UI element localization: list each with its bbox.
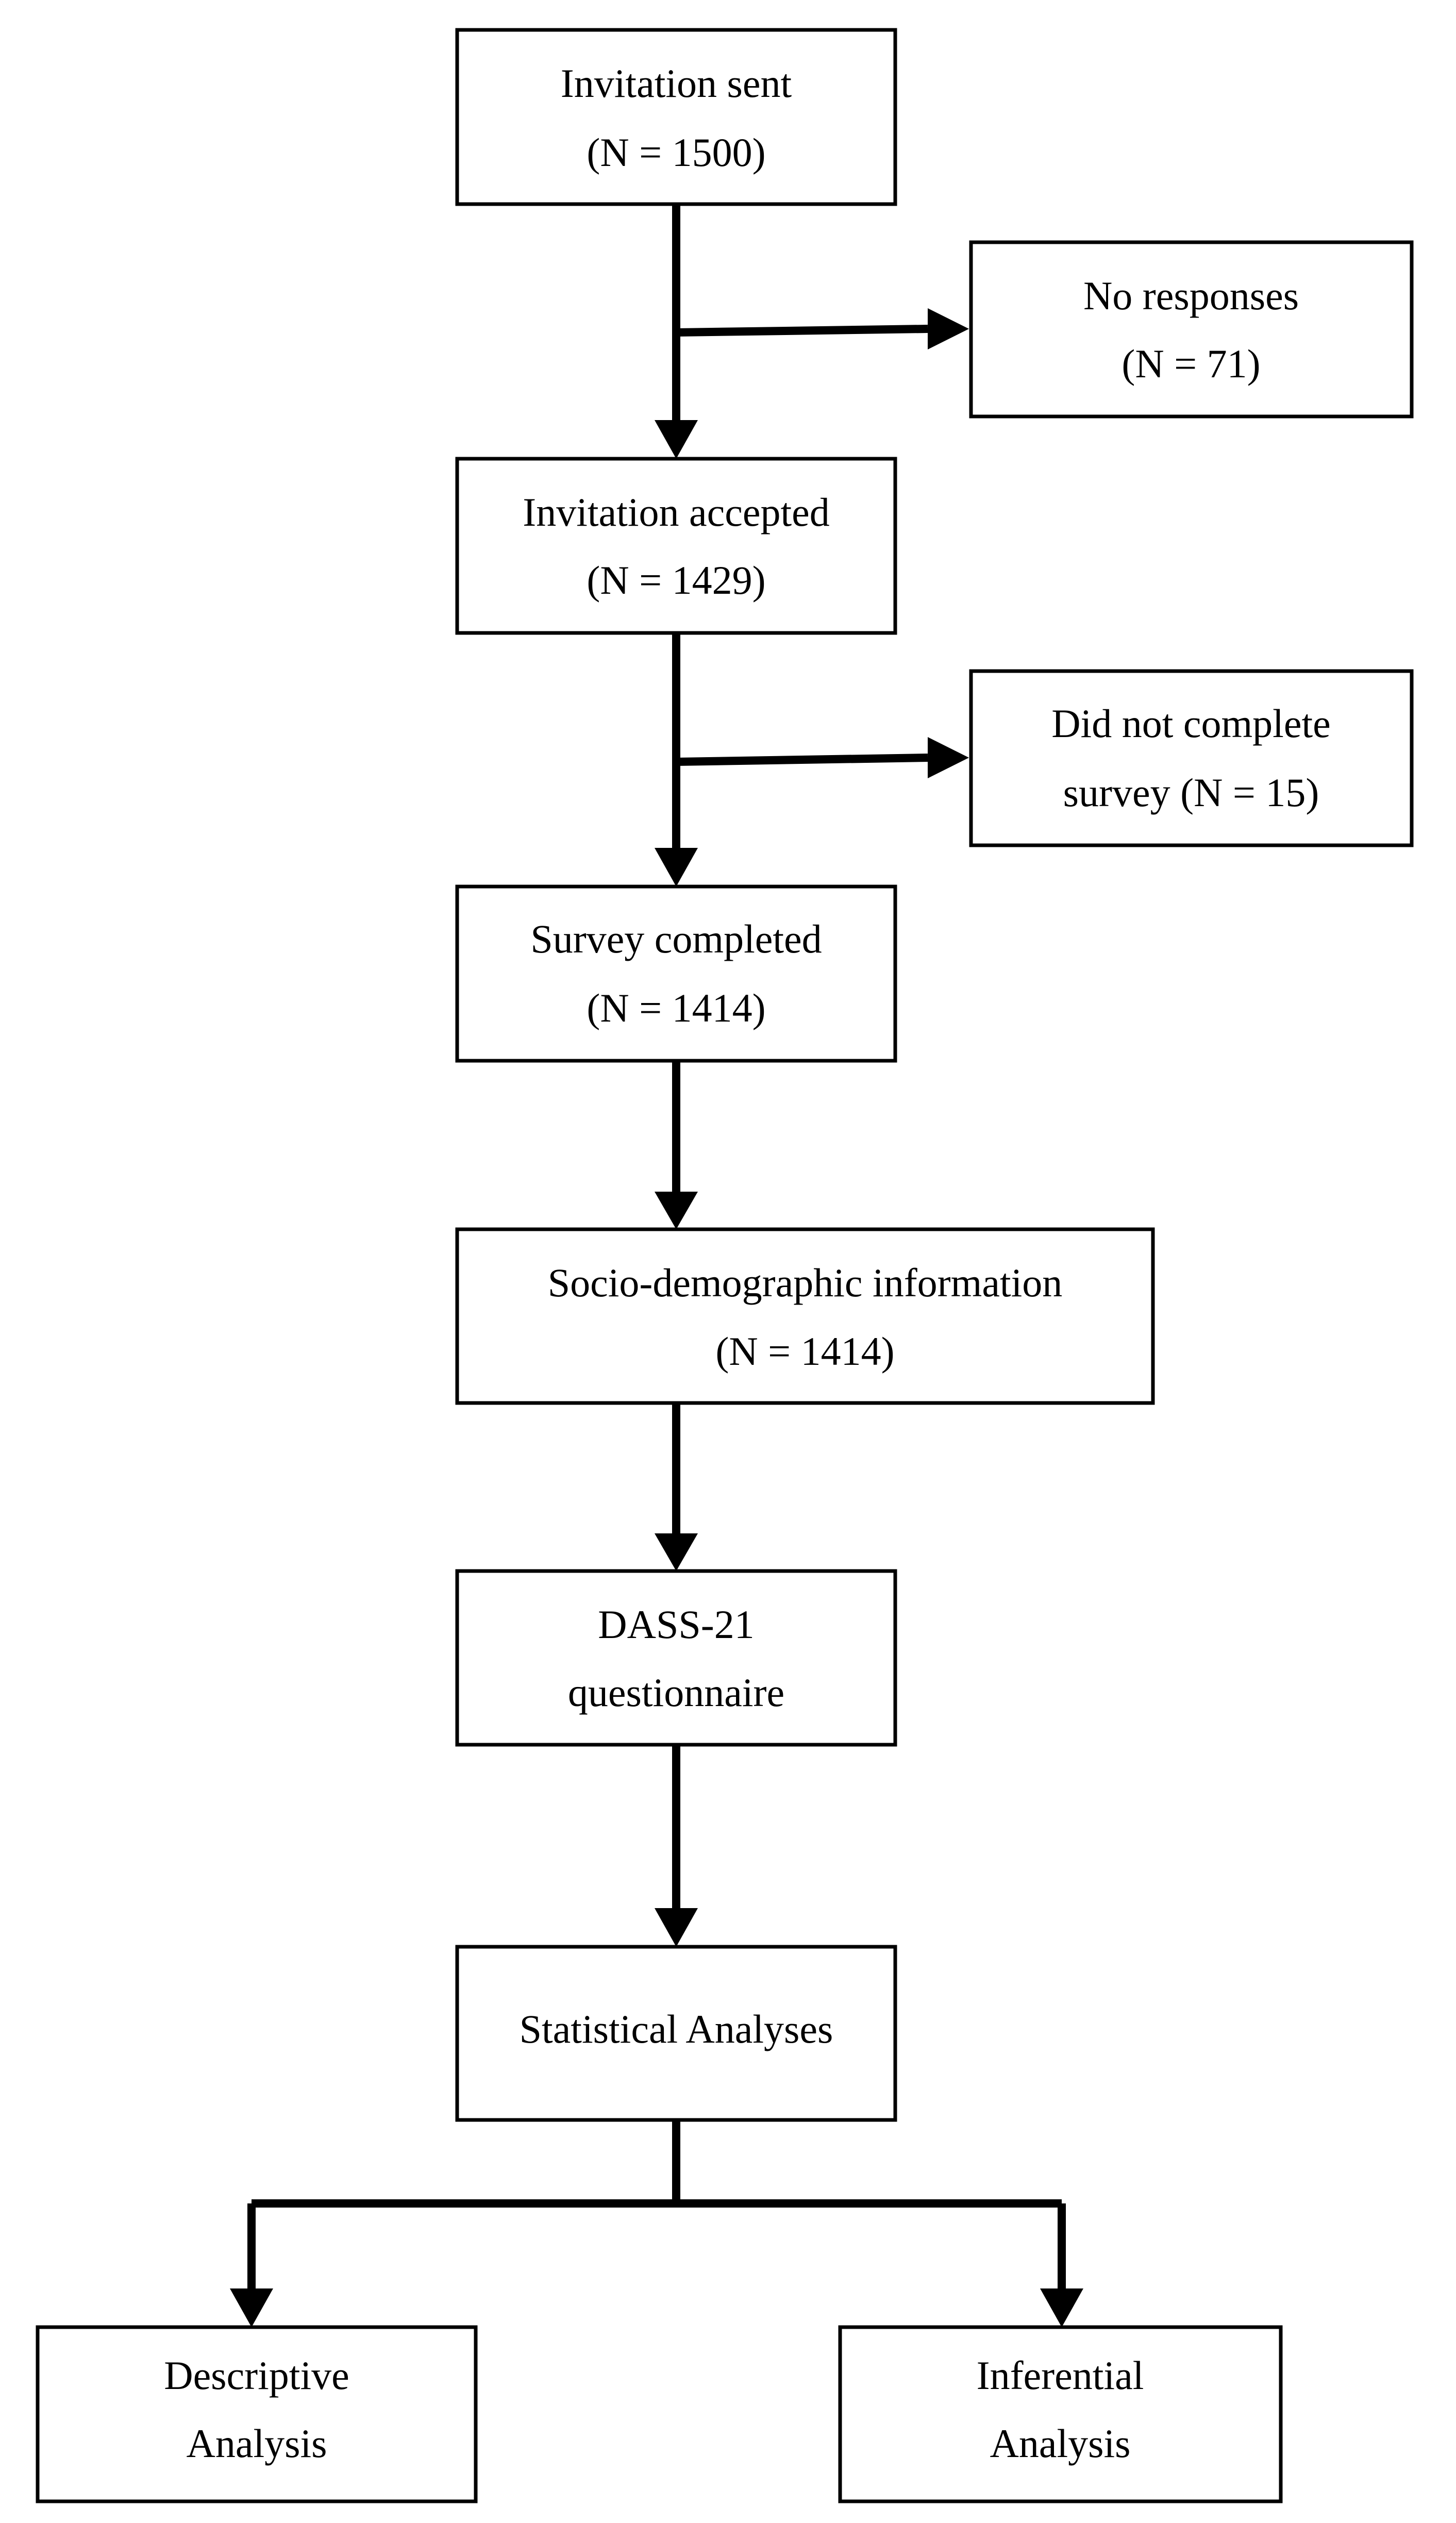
arrowhead-to-socio [655, 1192, 698, 1229]
socio-demographic-count: (N = 1414) [715, 1329, 894, 1374]
invitation-sent-count: (N = 1500) [587, 130, 765, 175]
box-inferential-analysis: Inferential Analysis [838, 2325, 1283, 2503]
connectors [230, 204, 1083, 2327]
box-did-not-complete: Did not complete survey (N = 15) [969, 669, 1414, 847]
box-invitation-accepted: Invitation accepted (N = 1429) [455, 457, 897, 635]
did-not-complete-label: Did not complete [1051, 701, 1331, 746]
inferential-sub-label: Analysis [990, 2421, 1131, 2466]
box-no-responses: No responses (N = 71) [969, 240, 1414, 419]
arrowhead-to-completed [655, 848, 698, 887]
box-descriptive-analysis: Descriptive Analysis [36, 2325, 478, 2503]
invitation-accepted-count: (N = 1429) [587, 558, 765, 603]
box-survey-completed: Survey completed (N = 1414) [455, 884, 897, 1063]
did-not-complete-count: survey (N = 15) [1063, 770, 1319, 815]
box-socio-demographic: Socio-demographic information (N = 1414) [455, 1227, 1155, 1405]
dass21-label: DASS-21 [598, 1602, 754, 1647]
arrowhead-to-dass [655, 1533, 698, 1571]
inferential-label: Inferential [977, 2353, 1144, 2398]
connector-to-no-responses [676, 325, 928, 337]
dass21-sub-label: questionnaire [568, 1670, 784, 1715]
box-invitation-sent: Invitation sent (N = 1500) [455, 28, 897, 206]
invitation-accepted-label: Invitation accepted [523, 490, 830, 534]
invitation-sent-label: Invitation sent [561, 61, 792, 106]
arrowhead-to-inferential [1040, 2288, 1083, 2327]
no-responses-count: (N = 71) [1122, 341, 1260, 386]
no-responses-label: No responses [1083, 273, 1299, 318]
socio-demographic-label: Socio-demographic information [548, 1260, 1063, 1305]
descriptive-sub-label: Analysis [187, 2421, 327, 2466]
statistical-analyses-label: Statistical Analyses [520, 2007, 833, 2051]
survey-completed-count: (N = 1414) [587, 985, 765, 1030]
arrowhead-to-accepted [655, 420, 698, 459]
arrowhead-to-descriptive [230, 2288, 273, 2327]
survey-completed-label: Survey completed [530, 916, 822, 961]
descriptive-label: Descriptive [164, 2353, 349, 2398]
arrowhead-to-did-not-complete [928, 737, 969, 778]
arrowhead-to-stats [655, 1908, 698, 1947]
arrowhead-to-no-responses [928, 308, 969, 349]
box-statistical-analyses: Statistical Analyses [455, 1945, 897, 2122]
box-dass21: DASS-21 questionnaire [455, 1569, 897, 1747]
connector-to-did-not-complete [676, 754, 928, 766]
